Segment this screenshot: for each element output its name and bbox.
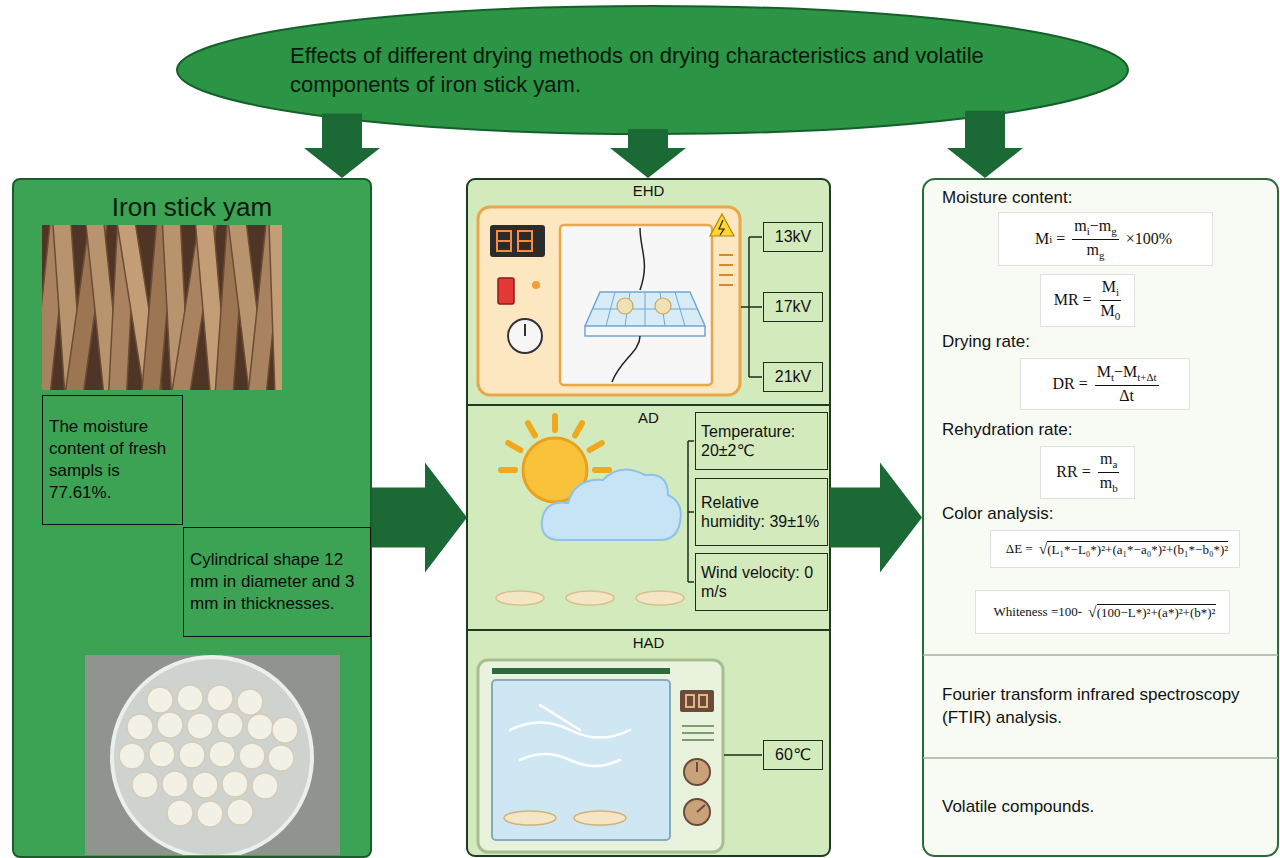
formula-term: m (1087, 241, 1099, 259)
ehd-dryer-illustration (478, 207, 740, 395)
info-box: Cylindrical shape 12 mm in diameter and … (183, 527, 371, 637)
voltage-value: 21kV (775, 367, 811, 386)
formula-term: m (1100, 450, 1112, 468)
voltage-box: 17kV (763, 292, 823, 322)
formula-term: a (1112, 458, 1117, 471)
panel-outline (923, 179, 1278, 856)
formula-term: m (1100, 474, 1112, 492)
method-section: AD Temperature: 20±2℃ Relative humidity: 3… (467, 405, 830, 630)
formula-term: M (1102, 278, 1116, 296)
analysis-heading: Color analysis: (942, 504, 1279, 524)
panel-divider (923, 757, 1278, 759)
condition-text: Wind velocity: 0 m/s (701, 563, 822, 601)
temperature-leader (724, 754, 762, 756)
yam-photo (42, 225, 282, 390)
air-drying-illustration (496, 416, 684, 605)
formula-box: DR = Mt−Mt+ΔtΔt (1020, 358, 1190, 410)
formula-term: t (1111, 371, 1114, 384)
formula-term: = (1056, 230, 1065, 248)
condition-text: Relative humidity: 39±1% (701, 493, 822, 531)
analysis-section: Moisture content: Drying rate: Rehydration… (922, 178, 1279, 655)
panel-divider (923, 654, 1278, 656)
sample-photo (85, 655, 340, 855)
formula-term: ×100% (1126, 230, 1172, 248)
voltage-box: 21kV (763, 362, 823, 392)
ellipse-shape (175, 4, 1130, 136)
title-text: Effects of different drying methods on d… (290, 41, 1030, 99)
temperature-value: 60℃ (775, 745, 811, 764)
method-name: EHD (633, 182, 665, 200)
formula-term: ΔE = (1006, 542, 1033, 557)
analysis-section: Fourier transform infrared spectroscopy … (922, 655, 1279, 758)
formula-term: −M (1114, 363, 1137, 381)
analysis-text: Volatile compounds. (942, 796, 1259, 819)
panel-divider (467, 629, 830, 631)
formula-term: √ (1039, 540, 1048, 558)
formula-term: 0 (1115, 310, 1121, 323)
voltage-box: 13kV (763, 222, 823, 252)
ellipse-outline (177, 6, 1128, 134)
formula-term: M (1101, 302, 1115, 320)
method-section: HAD 60℃ (467, 630, 830, 857)
formula-box: ΔE = √(L₁*−L₀*)²+(a₁*−a₀*)²+(b₁*−b₀*)² (990, 530, 1240, 568)
info-text: Cylindrical shape 12 mm in diameter and … (190, 549, 364, 615)
formula-box: Whiteness =100- √(100−L*)²+(a*)²+(b*)² (975, 590, 1230, 634)
panel-outline (467, 179, 830, 856)
formula-term: RR = (1056, 463, 1090, 481)
analysis-section: Volatile compounds. (922, 758, 1279, 857)
info-text: The moisture content of fresh sampls is … (49, 416, 176, 504)
voltage-value: 17kV (775, 297, 811, 316)
panel-divider (467, 404, 830, 406)
condition-text: Temperature: 20±2℃ (701, 422, 822, 460)
formula-box: RR =mamb (1040, 446, 1135, 499)
formula-term: MR = (1054, 291, 1092, 309)
condition-box: Wind velocity: 0 m/s (695, 553, 828, 611)
formula-term: g (1111, 225, 1117, 238)
formula-term: M (1097, 363, 1111, 381)
flow-arrow (947, 111, 1023, 178)
formula-term: M (1035, 230, 1049, 248)
hot-air-oven-illustration (478, 660, 723, 852)
formula-term: DR = (1052, 375, 1087, 393)
analysis-heading: Drying rate: (942, 332, 1279, 352)
formula-term: Δt (1119, 387, 1134, 405)
temperature-box: 60℃ (763, 740, 823, 770)
formula-term: √ (1088, 603, 1097, 621)
info-box: The moisture content of fresh sampls is … (42, 395, 183, 525)
analysis-text: Fourier transform infrared spectroscopy … (942, 684, 1259, 730)
voltage-bracket (741, 237, 762, 377)
formula-term: i (1087, 225, 1090, 238)
formula-term: (L₁*−L₀*)²+(a₁*−a₀*)²+(b₁*−b₀*)² (1047, 541, 1228, 558)
analysis-heading: Rehydration rate: (942, 420, 1279, 440)
condition-bracket (688, 441, 694, 582)
flow-arrow (372, 463, 467, 573)
formula-term: −m (1090, 217, 1111, 235)
formula-term: Whiteness =100- (994, 605, 1083, 620)
flow-arrow (610, 129, 686, 178)
formula-term: m (1074, 217, 1086, 235)
method-section: EHD 13kV 17kV 21kV (467, 178, 830, 405)
panel-title: Iron stick yam (112, 192, 272, 223)
formula-term: i (1116, 286, 1119, 299)
sample-panel: Iron stick yamThe moisture content of fr… (12, 178, 372, 858)
flow-arrow (830, 463, 922, 573)
flow-arrow (304, 114, 380, 179)
formula-term: i (1049, 233, 1052, 246)
formula-term: t+Δt (1137, 371, 1156, 384)
formula-box: Mi=mi−mgmg×100% (998, 212, 1213, 266)
formula-box: MR =MiM0 (1040, 274, 1135, 327)
analysis-heading: Moisture content: (942, 188, 1279, 208)
formula-term: g (1099, 249, 1105, 262)
condition-box: Relative humidity: 39±1% (695, 478, 828, 546)
formula-term: (100−L*)²+(a*)²+(b*)² (1097, 604, 1216, 621)
method-name: AD (638, 409, 659, 427)
title-ellipse: Effects of different drying methods on d… (175, 4, 1130, 136)
voltage-value: 13kV (775, 227, 811, 246)
condition-box: Temperature: 20±2℃ (695, 412, 828, 470)
formula-term: b (1112, 482, 1118, 495)
method-name: HAD (633, 634, 665, 652)
